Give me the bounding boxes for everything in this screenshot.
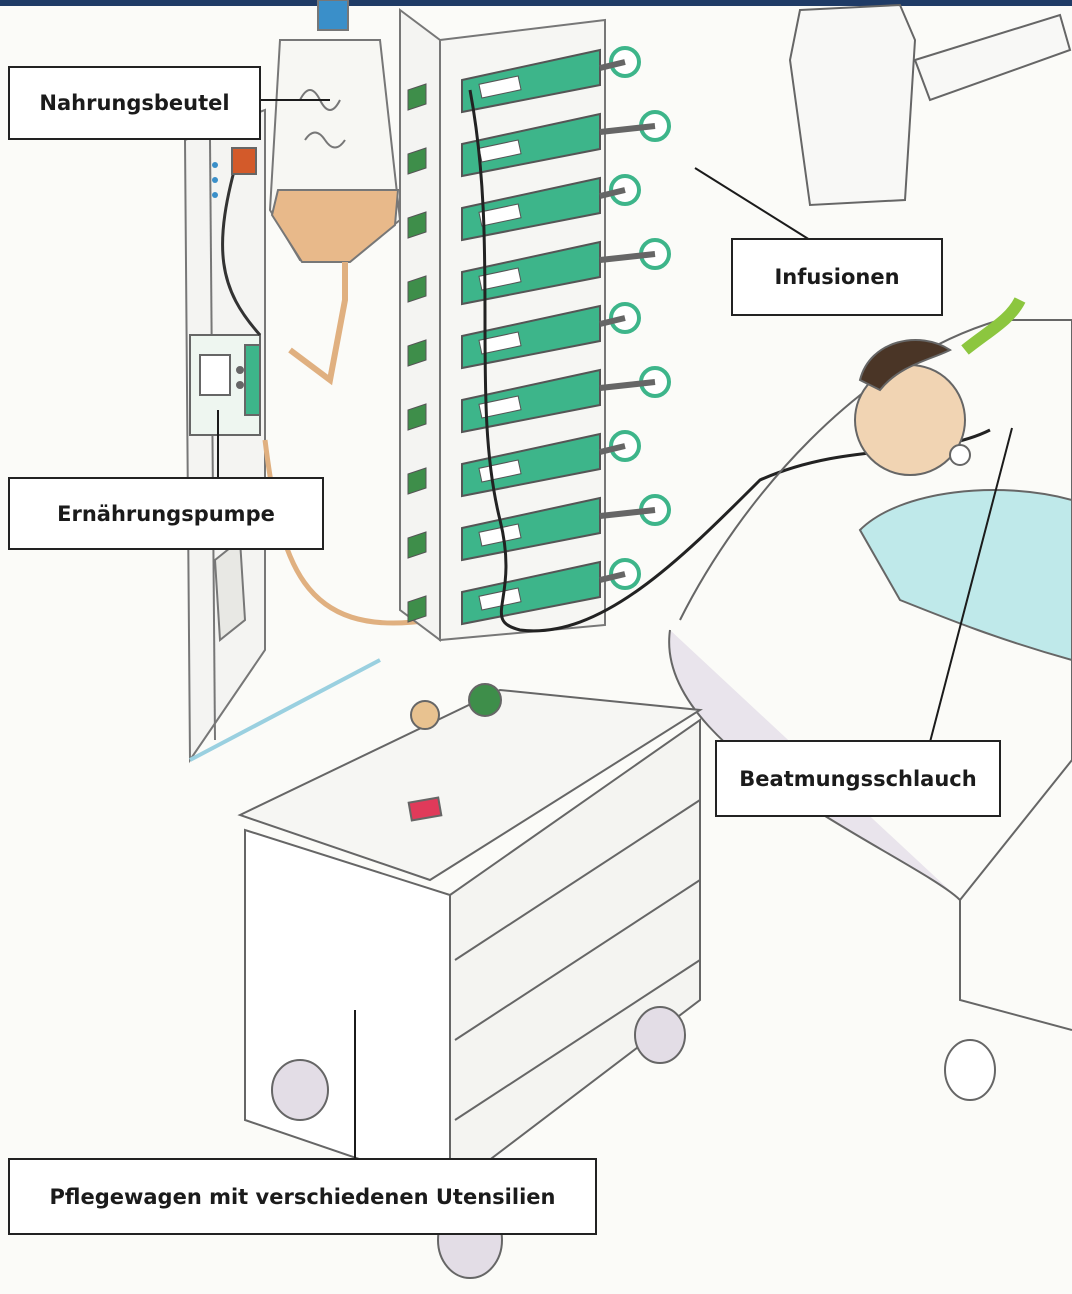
feeding-bag (270, 0, 400, 380)
label-beatmungsschlauch: Beatmungsschlauch (715, 740, 1001, 817)
label-infusionen: Infusionen (731, 238, 943, 316)
label-ernaehrungspumpe: Ernährungspumpe (8, 477, 324, 550)
monitor (790, 5, 1070, 205)
patient (855, 300, 1072, 660)
label-nahrungsbeutel: Nahrungsbeutel (8, 66, 261, 140)
label-pflegewagen: Pflegewagen mit verschiedenen Utensilien (8, 1158, 597, 1235)
